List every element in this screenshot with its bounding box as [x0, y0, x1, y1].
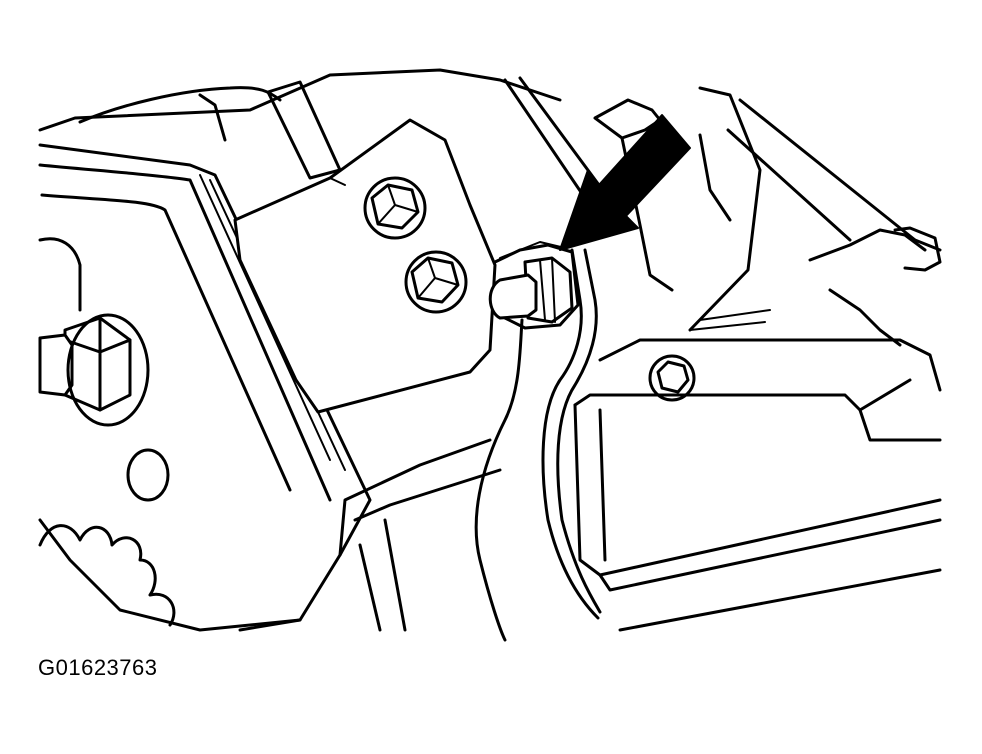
- left-block: [38, 143, 372, 632]
- sensor-clip: [493, 241, 580, 330]
- lower-right-pan: [573, 338, 942, 632]
- center-bracket: [233, 118, 497, 414]
- upper-right-assembly: [593, 86, 942, 347]
- pointer-arrow: [559, 114, 691, 251]
- mounting-hole: [126, 448, 170, 502]
- lower-casting: [238, 438, 502, 632]
- lower-bracket-bolt: [404, 250, 468, 314]
- figure-id-label: G01623763: [38, 655, 158, 680]
- casting-edge: [38, 524, 176, 627]
- background-housing: [38, 68, 612, 237]
- large-hex-bolt: [38, 313, 150, 427]
- sensor-stud: [488, 256, 574, 324]
- wire-harness: [474, 248, 602, 642]
- upper-bracket-bolt: [363, 176, 427, 240]
